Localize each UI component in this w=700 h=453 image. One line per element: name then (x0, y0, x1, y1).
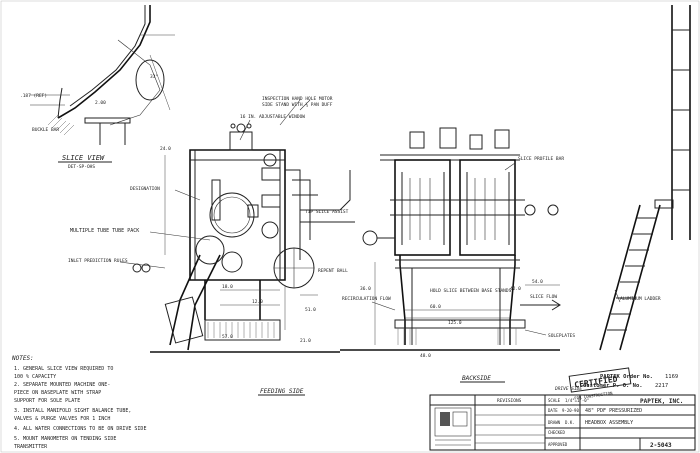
dim-label: 21.0 (300, 338, 311, 344)
title-block: REVISIONS SCALE DATE DRAWN CHECKED APPRO… (429, 394, 696, 451)
slice-angle-label: 33° (150, 74, 158, 80)
sight-window-label: 16 IN. ADJUSTABLE WINDOW (240, 114, 305, 120)
multiple-tube-label: MULTIPLE TUBE TUBE PACK (70, 228, 139, 234)
front-elevation-view: 16 IN. ADJUSTABLE WINDOW INSPECTION HAND… (68, 96, 355, 396)
revisions-label: REVISIONS (497, 398, 522, 404)
dim-label: 125.0 (448, 320, 462, 326)
date-value: 9-20-90 (562, 408, 579, 413)
inspection-hand-hole-label: INSPECTION HAND HOLE MOTOR (262, 96, 333, 102)
drawing-title-line1: 48" PDF PRESSURIZED (585, 408, 642, 414)
inspection-hand-hole-label-2: SIDE STAND WITH ¼ PAN DUFF (262, 102, 333, 108)
dim-label: 51.0 (305, 307, 316, 313)
company-name: PAPTEK, INC. (640, 398, 683, 405)
note-line: 4. ALL WATER CONNECTIONS TO BE ON DRIVE … (14, 426, 146, 432)
inlet-prediction-label: INLET PREDICTION RULES (68, 258, 128, 264)
soleplates-label: SOLEPLATES (548, 333, 575, 339)
front-view-title: FEEDING SIDE (260, 388, 304, 395)
slice-view-detail: .187 (REF) 33° 2.00 BUCKLE BAR SLICE VIE… (20, 5, 175, 170)
designation-label: DESIGNATION (130, 186, 160, 192)
date-label: DATE (548, 408, 558, 413)
note-line: 2. SEPARATE MOUNTED MACHINE ONE- (14, 382, 110, 388)
drawn-value: D.K. (565, 420, 575, 425)
slice-dim-label-3: BUCKLE BAR (32, 127, 59, 133)
slice-view-title: SLICE VIEW (62, 154, 105, 162)
dim-label: 36.0 (360, 286, 371, 292)
dim-label: 18.0 (222, 284, 233, 290)
note-line: PIECE ON BASEPLATE WITH STRAP (14, 390, 101, 396)
customer-po-value: 2217 (655, 383, 668, 389)
dim-label: 60.0 (430, 304, 441, 310)
aluminum-ladder: ALUMINUM LADDER (599, 5, 691, 351)
dim-label: 54.0 (532, 279, 543, 285)
slice-profile-bar-label: SLICE PROFILE BAR (518, 156, 564, 162)
back-view-title: BACKSIDE (462, 375, 491, 382)
dim-label: 42.0 (510, 286, 521, 292)
approved-label: APPROVED (548, 442, 568, 447)
note-line: 5. MOUNT MANOMETER ON TENDING SIDE (14, 436, 116, 442)
dim-label: 24.0 (160, 146, 171, 152)
drawing-number: 2-5043 (650, 442, 672, 449)
note-line: SUPPORT FOR SOLE PLATE (14, 398, 80, 404)
note-line: 100 % CAPACITY (14, 374, 56, 380)
certified-subtext: FOR CONSTRUCTION (574, 390, 613, 400)
paptek-order-value: 1169 (665, 374, 678, 380)
notes-block: NOTES: 1. GENERAL SLICE VIEW REQUIRED TO… (11, 355, 146, 450)
notes-title: NOTES: (11, 355, 34, 362)
repent-ball-label: REPENT BALL (318, 268, 348, 274)
slice-flow-label: SLICE FLOW (530, 294, 557, 300)
note-line: TRANSMITTER (14, 444, 48, 450)
dim-label: 12.0 (252, 299, 263, 305)
dim-label: 57.0 (222, 334, 233, 340)
dim-label: 48.0 (420, 353, 431, 359)
recirculation-flow-label: RECIRCULATION FLOW (342, 296, 391, 302)
scale-label: SCALE (548, 398, 561, 403)
hold-slice-label: HOLD SLICE BETWEEN BASE STANDS (430, 288, 512, 294)
slice-dim-label: .187 (REF) (20, 93, 47, 99)
note-line: 3. INSTALL MANIFOLD SIGHT BALANCE TUBE, (14, 408, 131, 414)
order-numbers: PAPTEK Order No. 1169 Customer P. O. No.… (583, 374, 678, 389)
drawing-title-line2: HEADBOX ASSEMBLY (585, 420, 633, 426)
tip-slice-assist-label: TIP SLICE ASSIST (305, 209, 349, 215)
side-elevation-view: SLICE PROFILE BAR RECIRCULATION FLOW HOL… (340, 127, 575, 383)
slice-view-subtitle: DET-SP-OHS (68, 164, 95, 170)
slice-dim-label-2: 2.00 (95, 100, 106, 106)
customer-po-label: Customer P. O. No. (583, 383, 643, 389)
note-line: 1. GENERAL SLICE VIEW REQUIRED TO (14, 366, 113, 372)
drawn-label: DRAWN (548, 420, 561, 425)
checked-label: CHECKED (548, 430, 565, 435)
paptek-order-label: PAPTEK Order No. (600, 374, 653, 380)
drive-side-label: DRIVE SIDE (554, 386, 582, 392)
aluminum-ladder-label: ALUMINUM LADDER (620, 296, 661, 302)
note-line: VALVES & PURGE VALVES FOR 1 INCH (14, 416, 110, 422)
scale-value: 1/4"=1'-0" (565, 398, 589, 403)
